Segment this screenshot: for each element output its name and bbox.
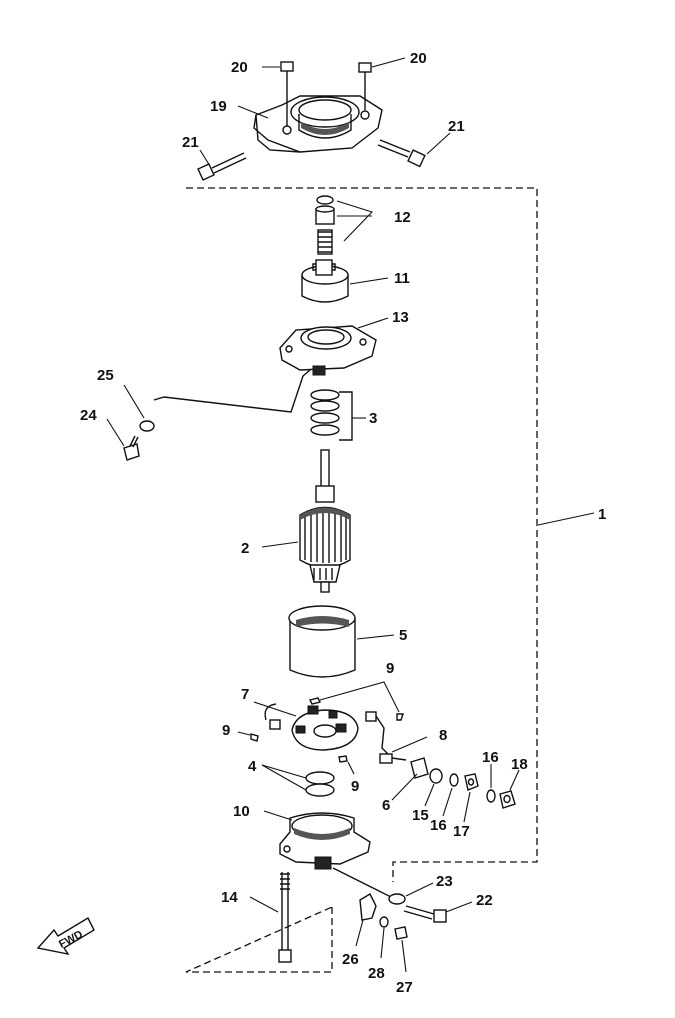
washer-part-16-right bbox=[486, 764, 496, 803]
washer-part-25 bbox=[123, 384, 155, 432]
callout-23: 23 bbox=[436, 873, 453, 890]
callout-24: 24 bbox=[80, 407, 97, 424]
fwd-arrow-icon: FWD bbox=[36, 917, 95, 956]
callout-21-left: 21 bbox=[182, 134, 199, 151]
washer-part-15 bbox=[424, 768, 443, 807]
callout-26: 26 bbox=[342, 951, 359, 968]
callout-20-left: 20 bbox=[231, 59, 248, 76]
callout-16-left: 16 bbox=[430, 817, 447, 834]
callout-17: 17 bbox=[453, 823, 470, 840]
armature-part-2 bbox=[261, 449, 351, 593]
callout-12: 12 bbox=[394, 209, 411, 226]
callout-20-right: 20 bbox=[410, 50, 427, 67]
callout-21-right: 21 bbox=[448, 118, 465, 135]
bolt-part-22 bbox=[403, 901, 473, 923]
callout-10: 10 bbox=[233, 803, 250, 820]
leader-1 bbox=[537, 512, 595, 526]
washer-part-23 bbox=[388, 882, 434, 905]
yoke-part-5 bbox=[288, 605, 395, 678]
screw-part-24 bbox=[106, 418, 140, 461]
callout-6: 6 bbox=[382, 797, 390, 814]
bracket-part-19 bbox=[253, 95, 383, 153]
leader-19 bbox=[237, 105, 269, 119]
front-cover-part-13 bbox=[279, 317, 389, 376]
callout-9-top: 9 bbox=[386, 660, 394, 677]
callout-19: 19 bbox=[210, 98, 227, 115]
callout-5: 5 bbox=[399, 627, 407, 644]
bolt-part-20-left bbox=[262, 61, 294, 126]
callout-11: 11 bbox=[394, 270, 410, 287]
callout-27: 27 bbox=[396, 979, 413, 996]
callout-3: 3 bbox=[369, 410, 377, 427]
screw-part-9-left bbox=[237, 731, 259, 742]
nut-part-18 bbox=[499, 769, 520, 809]
lead-wire bbox=[153, 369, 311, 413]
callout-13: 13 bbox=[392, 309, 409, 326]
callout-16-right: 16 bbox=[482, 749, 499, 766]
bolt-part-21-left bbox=[197, 149, 247, 181]
insulator-plate-part-6 bbox=[391, 757, 429, 801]
washers-part-4 bbox=[261, 764, 335, 797]
callout-1: 1 bbox=[598, 506, 606, 523]
screw-part-9-top bbox=[308, 681, 404, 721]
brush-set-part-3 bbox=[310, 389, 366, 441]
clip-collar-spring-part-12 bbox=[315, 195, 374, 255]
screw-part-27 bbox=[394, 926, 408, 973]
callout-9-bottom: 9 bbox=[351, 778, 359, 795]
through-bolt-part-14 bbox=[249, 872, 292, 963]
callout-18: 18 bbox=[511, 756, 528, 773]
part-number-labels: 1 2 3 4 5 6 7 8 9 9 9 10 11 12 13 14 15 … bbox=[80, 50, 606, 996]
callout-22: 22 bbox=[476, 892, 493, 909]
terminal-bolt-part-8 bbox=[379, 736, 428, 764]
callout-8: 8 bbox=[439, 727, 447, 744]
callout-25: 25 bbox=[97, 367, 114, 384]
callout-15: 15 bbox=[412, 807, 429, 824]
washer-part-16-left bbox=[442, 773, 459, 817]
bolt-part-20-right bbox=[358, 57, 406, 110]
nut-part-17 bbox=[463, 773, 479, 823]
washer-part-28 bbox=[379, 916, 389, 959]
callout-7: 7 bbox=[241, 686, 249, 703]
bolt-part-21-right bbox=[377, 132, 451, 168]
callout-4: 4 bbox=[248, 758, 257, 775]
callout-14: 14 bbox=[221, 889, 238, 906]
callout-28: 28 bbox=[368, 965, 385, 982]
screw-part-9-bottom bbox=[338, 755, 355, 775]
callout-2: 2 bbox=[241, 540, 249, 557]
brush-plate-part-7 bbox=[253, 701, 389, 755]
fwd-label: FWD bbox=[57, 928, 85, 950]
pinion-part-11 bbox=[301, 259, 389, 303]
clip-part-26 bbox=[355, 893, 377, 947]
callout-9-left: 9 bbox=[222, 722, 230, 739]
assembly-boundary-dashed-outline bbox=[185, 187, 538, 973]
rear-wire-lead bbox=[332, 867, 394, 899]
rear-cover-part-10 bbox=[263, 810, 371, 870]
